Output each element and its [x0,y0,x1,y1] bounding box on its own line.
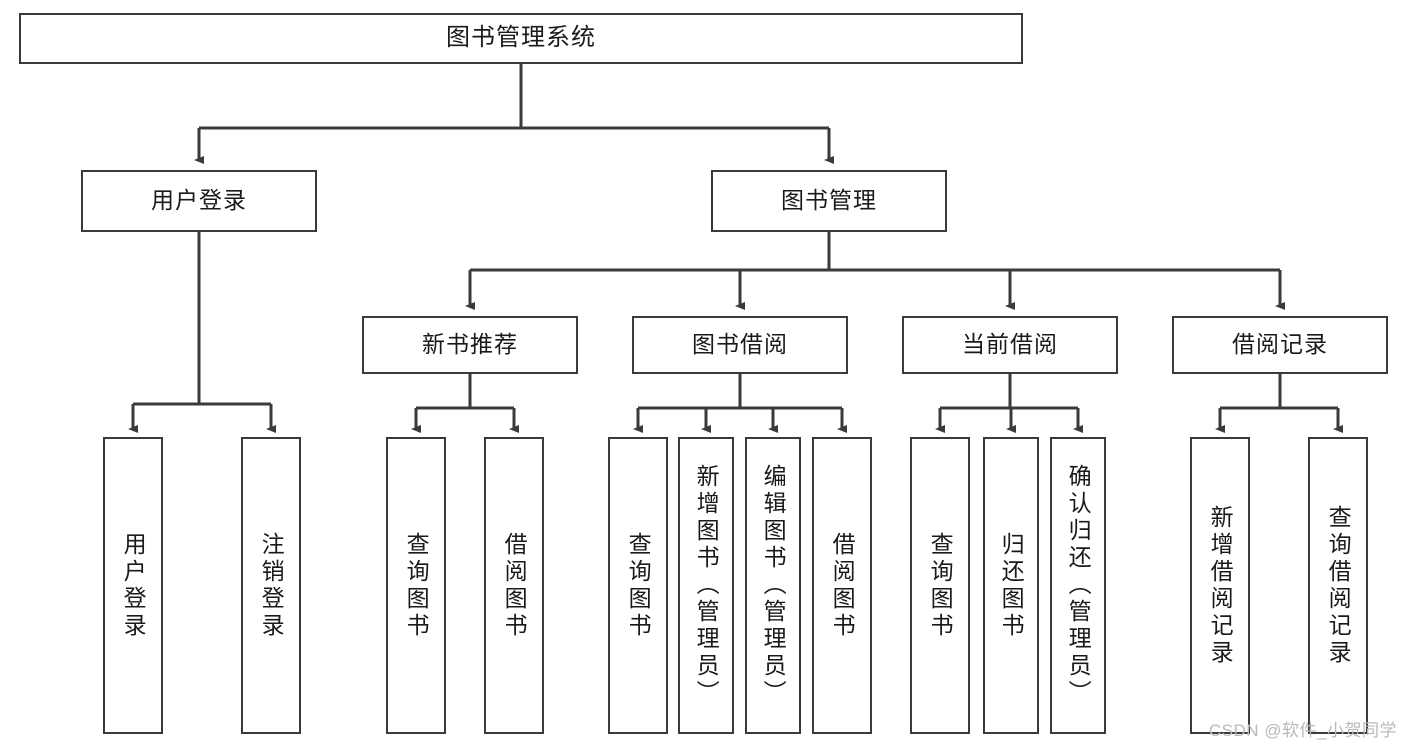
node-current-borrow[interactable]: 当前借阅 [902,316,1118,374]
node-borrow-record[interactable]: 借阅记录 [1172,316,1388,374]
leaf-query-book-recommend[interactable]: 查询图书 [386,437,446,734]
leaf-add-book-admin[interactable]: 新增图书（管理员） [678,437,734,734]
watermark: CSDN @软件_小贺同学 [1208,721,1397,740]
leaf-logout[interactable]: 注销登录 [241,437,301,734]
leaf-borrow-book[interactable]: 借阅图书 [812,437,872,734]
leaf-edit-book-admin[interactable]: 编辑图书（管理员） [745,437,801,734]
node-book-borrow[interactable]: 图书借阅 [632,316,848,374]
leaf-add-borrow-record[interactable]: 新增借阅记录 [1190,437,1250,734]
leaf-query-book-current[interactable]: 查询图书 [910,437,970,734]
leaf-borrow-book-recommend[interactable]: 借阅图书 [484,437,544,734]
node-book-management[interactable]: 图书管理 [711,170,947,232]
leaf-confirm-return-admin[interactable]: 确认归还（管理员） [1050,437,1106,734]
leaf-query-borrow-record[interactable]: 查询借阅记录 [1308,437,1368,734]
node-user-login[interactable]: 用户登录 [81,170,317,232]
leaf-query-book-borrow[interactable]: 查询图书 [608,437,668,734]
node-new-book-recommend[interactable]: 新书推荐 [362,316,578,374]
node-root[interactable]: 图书管理系统 [19,13,1023,64]
leaf-return-book[interactable]: 归还图书 [983,437,1039,734]
leaf-user-login[interactable]: 用户登录 [103,437,163,734]
